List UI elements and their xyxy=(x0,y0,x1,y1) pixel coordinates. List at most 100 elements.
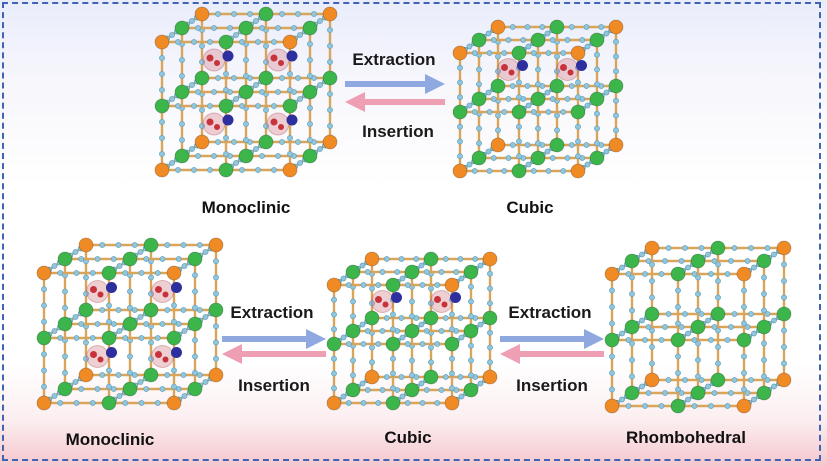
green-atom xyxy=(302,148,318,164)
guest-halo xyxy=(202,48,226,72)
orange-atom xyxy=(364,369,380,385)
linker-atom xyxy=(645,258,652,264)
linker-atom xyxy=(350,313,356,320)
linker-atom xyxy=(307,105,313,111)
linker-atom xyxy=(603,148,610,155)
linker-atom xyxy=(560,109,567,115)
linker-atom xyxy=(761,291,767,297)
linker-atom xyxy=(501,109,508,115)
green-atom xyxy=(423,310,439,326)
linker-atom xyxy=(122,335,129,341)
linker-atom xyxy=(231,139,237,145)
linker-atom xyxy=(191,103,197,109)
linker-atom xyxy=(457,315,464,321)
linker-atom xyxy=(501,50,508,56)
green-atom xyxy=(690,319,706,335)
linker-atom xyxy=(243,121,249,127)
linker-atom xyxy=(748,311,754,317)
linker-atom xyxy=(390,355,396,362)
linker-atom xyxy=(307,121,313,127)
linker-atom xyxy=(682,245,688,251)
orange-atom xyxy=(608,137,624,153)
linker-atom xyxy=(327,91,333,97)
linker-atom xyxy=(619,264,625,271)
linker-atom xyxy=(196,307,203,313)
green-atom xyxy=(423,369,439,385)
insertion-label-top: Insertion xyxy=(362,122,434,141)
guest-blue-atom xyxy=(171,282,182,293)
linker-atom xyxy=(619,396,625,403)
linker-atom xyxy=(458,275,465,282)
green-atom xyxy=(471,150,487,166)
linker-atom xyxy=(253,18,259,24)
linker-atom xyxy=(468,298,474,305)
linker-atom xyxy=(695,291,701,297)
linker-atom xyxy=(255,39,261,45)
linker-atom xyxy=(175,321,182,327)
linker-atom xyxy=(781,278,787,284)
linker-atom xyxy=(398,374,405,380)
insertion-arrow-bottom-left xyxy=(222,344,326,364)
linker-atom xyxy=(645,390,652,396)
linker-atom xyxy=(213,355,219,362)
linker-atom xyxy=(728,324,734,330)
linker-atom xyxy=(603,30,610,37)
linker-atom xyxy=(180,307,187,313)
linker-atom xyxy=(524,142,531,148)
linker-atom xyxy=(449,355,455,362)
linker-atom xyxy=(568,142,575,148)
linker-atom xyxy=(490,96,497,102)
linker-atom xyxy=(195,89,201,95)
linker-atom xyxy=(317,18,323,24)
linker-atom xyxy=(73,400,80,406)
green-atom xyxy=(670,266,686,282)
linker-atom xyxy=(525,102,532,109)
linker-atom xyxy=(509,83,516,89)
linker-atom xyxy=(691,271,698,277)
guest-red-atom xyxy=(508,69,515,76)
linker-atom xyxy=(131,307,138,313)
linker-atom xyxy=(748,377,754,383)
linker-atom xyxy=(434,282,441,288)
green-atom xyxy=(530,91,546,107)
linker-atom xyxy=(83,339,89,346)
green-atom xyxy=(385,277,401,293)
linker-atom xyxy=(486,109,493,115)
insertion-label-bottom-right: Insertion xyxy=(516,376,588,395)
monoclinic-lattice-top xyxy=(154,6,338,178)
linker-atom xyxy=(398,315,405,321)
linker-atom xyxy=(181,328,188,334)
insertion-arrow-shaft xyxy=(516,351,604,357)
orange-atom xyxy=(490,137,506,153)
green-atom xyxy=(423,251,439,267)
linker-atom xyxy=(223,151,229,157)
linker-atom xyxy=(554,53,560,60)
linker-atom xyxy=(195,153,201,159)
linker-atom xyxy=(477,262,484,269)
green-atom xyxy=(101,395,117,411)
linker-atom xyxy=(549,96,556,102)
green-atom xyxy=(194,70,210,86)
linker-atom xyxy=(598,24,605,30)
linker-atom xyxy=(327,107,333,113)
linker-atom xyxy=(594,110,600,117)
linker-atom xyxy=(375,400,382,406)
green-atom xyxy=(463,323,479,339)
linker-atom xyxy=(675,386,681,393)
linker-atom xyxy=(675,304,681,310)
orange-atom xyxy=(166,395,182,411)
linker-atom xyxy=(761,373,767,380)
linker-atom xyxy=(476,140,482,147)
linker-atom xyxy=(213,323,219,330)
linker-atom xyxy=(560,50,567,56)
green-atom xyxy=(490,78,506,94)
guest-halo xyxy=(430,290,453,313)
linker-atom xyxy=(78,321,85,327)
linker-atom xyxy=(625,337,632,343)
linker-atom xyxy=(629,357,635,363)
green-atom xyxy=(282,98,298,114)
linker-atom xyxy=(487,270,493,277)
linker-atom xyxy=(192,337,198,344)
linker-atom xyxy=(564,96,571,102)
linker-atom xyxy=(211,25,217,31)
